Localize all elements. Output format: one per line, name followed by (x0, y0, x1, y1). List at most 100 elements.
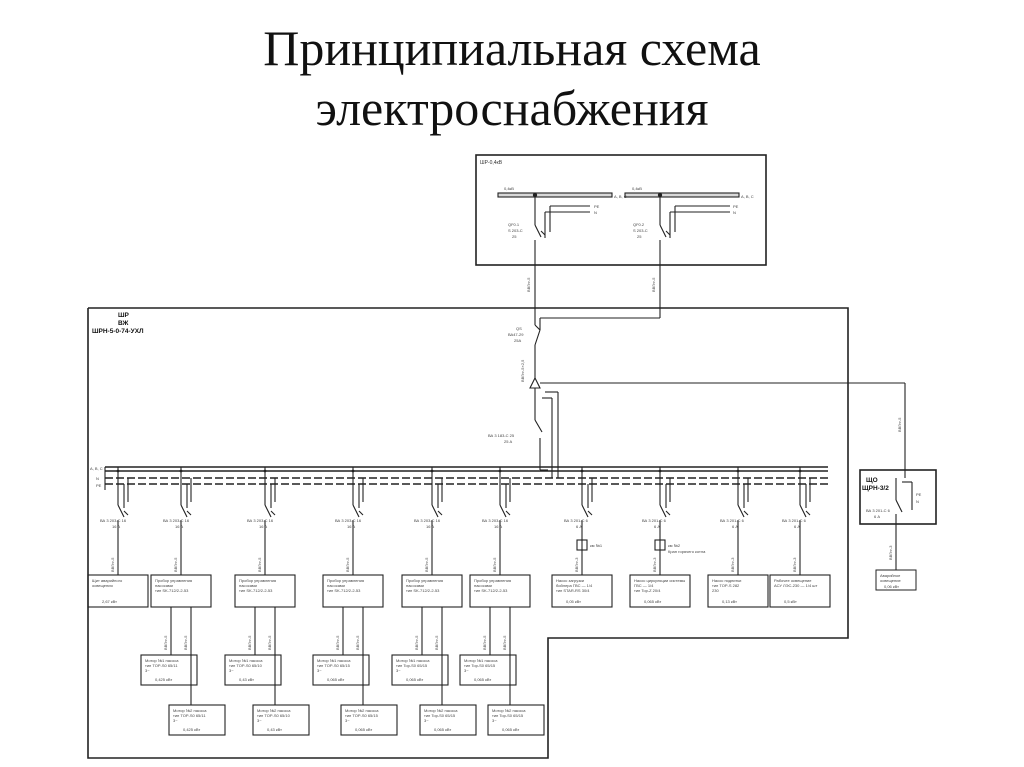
upper-cable-left: ВВГнг-5 (526, 277, 531, 292)
feeder-7-cable: ВВГнг-3 (574, 557, 579, 572)
feeder-1-load-power: 2,67 кВт (102, 599, 117, 604)
feeder-8-contact (659, 504, 667, 518)
feeder-4-tap (351, 469, 355, 473)
feeder-4-load-line-1: Пробор управления (327, 578, 364, 583)
aux-n: N (916, 499, 919, 504)
aux-panel-name-1: ЩО (866, 477, 878, 484)
feeder-6-load-line-3: тип SK-712/2-2-53 (474, 588, 508, 593)
feeder-2-motor-1-cable-label: ВВГнг-5 (163, 635, 168, 650)
input-switch-spec: ВА47-29 (508, 332, 524, 337)
feeder-5-motor-2-line-1: Мотор №2 насоса (424, 708, 458, 713)
upper-bus-label-right: 0,4кВ (632, 186, 642, 191)
input-switch-rating: 25А (514, 338, 521, 343)
feeder-4-motor-2-line-2: тип TOP-S0 65/15 (345, 713, 379, 718)
feeder-1-cable: ВВГнг-5 (110, 557, 115, 572)
title-line-1: Принципиальная схема (263, 20, 761, 76)
upper-phase-left: A, B, C (614, 194, 627, 199)
feeder-3-motor-1-line-1: Мотор №1 насоса (229, 658, 263, 663)
feeder-6-motor-1-line-3: 3~ (464, 668, 469, 673)
feeder-3-motor-2-line-2: тип TOP-S0 65/10 (257, 713, 291, 718)
feeder-1-breaker: ВА 3 203-С 16 (100, 518, 127, 523)
feeder-7-load-line-1: Насос загрузки (556, 578, 584, 583)
aux-pe: PE (916, 492, 922, 497)
feeder-5-motor-1-line-3: 3~ (396, 668, 401, 673)
feeder-4-load-box (322, 574, 384, 608)
feeder-4-motor-1-line-1: Мотор №1 насоса (317, 658, 351, 663)
feeder-7-load-power: 0,05 кВт (566, 599, 581, 604)
feeder-8-cable: ВВГнг-3 (652, 557, 657, 572)
upper-panel-bus-right (624, 192, 740, 198)
feeder-5-motor-2-line-3: 3~ (424, 718, 429, 723)
feeder-6-motor-2-cable-label: ВВГнг-5 (502, 635, 507, 650)
feeder-1-load-line-1: Щит аварийного (92, 578, 123, 583)
feeder-9-breaker: ВА 3 201-С 6 (720, 518, 745, 523)
feeder-9-contact (737, 504, 745, 518)
feeder-5-motor-1-power: 0,065 кВт (406, 677, 423, 682)
feeder-3-rating: 16 А (259, 524, 268, 529)
feeder-2-motor-2-line-3: 3~ (173, 718, 178, 723)
feeder-4-motor-1-power: 0,065 кВт (327, 677, 344, 682)
aux-panel-frame (859, 469, 937, 525)
feeder-6-motor-1-box (459, 654, 517, 686)
feeder-5-breaker: ВА 3 203-С 16 (414, 518, 441, 523)
feeder-3-load-box (234, 574, 296, 608)
feeder-5-load-line-1: Пробор управления (406, 578, 443, 583)
feeder-2-motor-2-line-2: тип TOP-S0 65/11 (173, 713, 206, 718)
main-cable-in: ВВГнг-5×2,5 (520, 359, 525, 382)
feeder-5-contact (431, 504, 439, 518)
feeder-1-load-line-2: освещения (92, 583, 113, 588)
upper-breaker-2-label: QF0.2 (633, 222, 645, 227)
main-panel-name-3: ШРН-5-0-74-УХЛ (92, 328, 144, 335)
feeder-4-breaker: ВА 3 203-С 16 (335, 518, 362, 523)
feeder-2-motor-2-power: 0,425 кВт (183, 727, 200, 732)
feeder-8-contactor-label: км №2 (668, 543, 681, 548)
feeder-6-load-box (469, 574, 531, 608)
feeder-7-load-line-3: тип STAR-RS 30/4 (556, 588, 590, 593)
feeder-3-motor-1-box (224, 654, 282, 686)
feeder-4-motor-2-power: 0,065 кВт (355, 727, 372, 732)
feeder-2-cable: ВВГнг-5 (173, 557, 178, 572)
feeder-10-load-box (769, 574, 831, 608)
upper-pe-left: PE (594, 204, 600, 209)
feeder-7-rating: 6 А (576, 524, 582, 529)
main-n-label: N (96, 476, 99, 481)
feeder-7-load-box (551, 574, 613, 608)
feeder-9-load-power: 0,13 кВт (722, 599, 737, 604)
upper-breaker-2-rating: 25 (637, 234, 642, 239)
main-breaker-rating: 25 А (504, 439, 513, 444)
feeder-8-contact-mark (665, 510, 671, 516)
feeder-9-load-box (707, 574, 769, 608)
feeder-3-motor-1-power: 0,43 кВт (239, 677, 254, 682)
feeder-1-rating: 16 А (112, 524, 121, 529)
feeder-9-cable: ВВГнг-3 (730, 557, 735, 572)
upper-breaker-1-rating: 25 (512, 234, 517, 239)
feeder-4-load-line-3: тип SK-712/2-2-53 (327, 588, 361, 593)
feeder-2-motor-2-cable-label: ВВГнг-5 (183, 635, 188, 650)
feeder-10-tap (798, 469, 802, 473)
feeder-5-motor-1-cable-label: ВВГнг-5 (414, 635, 419, 650)
main-pe-label: PE (96, 483, 102, 488)
feeder-7-tap (580, 469, 584, 473)
feeder-3-motor-2-cable-label: ВВГнг-5 (267, 635, 272, 650)
feeder-4-motor-2-line-1: Мотор №2 насоса (345, 708, 379, 713)
feeder-5-motor-1-box (391, 654, 449, 686)
feeder-2-motor-1-line-3: 3~ (145, 668, 150, 673)
feeder-6-rating: 16 А (494, 524, 503, 529)
feeder-6-cable: ВВГнг-5 (492, 557, 497, 572)
feeder-9-load-line-1: Насос подпитки (712, 578, 741, 583)
main-panel-frame (87, 307, 849, 759)
feeder-8-load-box (629, 574, 691, 608)
feeder-6-motor-2-power: 0,065 кВт (502, 727, 519, 732)
feeder-7-breaker: ВА 3 201-С 6 (564, 518, 589, 523)
feeder-10-contact-mark (805, 510, 811, 516)
feeder-5-motor-2-cable-label: ВВГнг-5 (434, 635, 439, 650)
feeder-6-motor-2-line-3: 3~ (492, 718, 497, 723)
feeder-9-rating: 6 А (732, 524, 738, 529)
feeder-10-breaker: ВА 3 201-С 6 (782, 518, 807, 523)
feeder-3-motor-1-cable-label: ВВГнг-5 (247, 635, 252, 650)
feeder-10-rating: 6 А (794, 524, 800, 529)
feeder-6-motor-1-cable-label: ВВГнг-5 (482, 635, 487, 650)
feeder-5-tap (430, 469, 434, 473)
input-switch-label: QS (516, 326, 522, 331)
feeder-4-motor-1-line-3: 3~ (317, 668, 322, 673)
